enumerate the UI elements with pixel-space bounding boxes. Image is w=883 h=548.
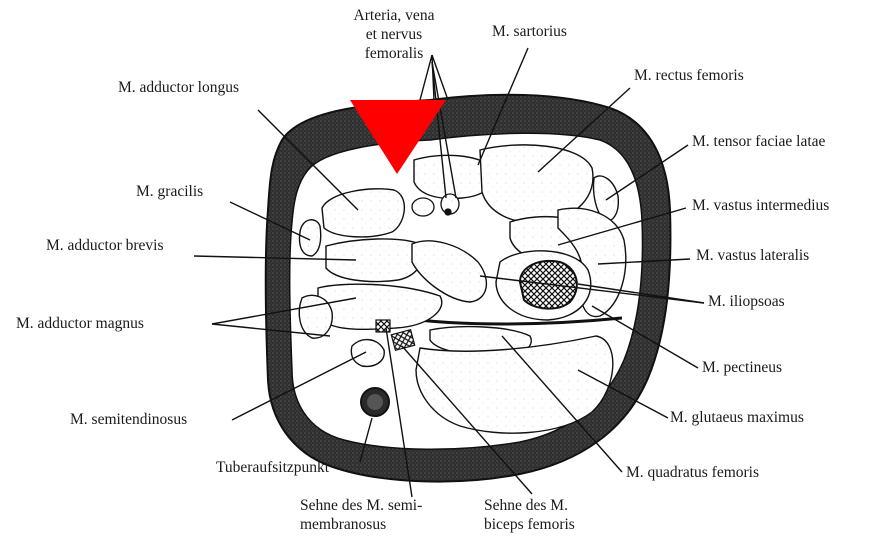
label-femoral-line2: et nervus <box>330 25 458 44</box>
label-pectineus: M. pectineus <box>702 358 782 377</box>
label-biceps-line1: Sehne des M. <box>484 496 614 515</box>
label-iliopsoas: M. iliopsoas <box>708 292 785 311</box>
label-biceps-femoris: Sehne des M. biceps femoris <box>484 496 614 534</box>
label-semitendinosus: M. semitendinosus <box>70 410 187 429</box>
label-vastus-intermedius: M. vastus intermedius <box>692 196 829 215</box>
label-gracilis: M. gracilis <box>136 182 203 201</box>
label-adductor-magnus: M. adductor magnus <box>16 314 144 333</box>
label-tensor-faciae-latae: M. tensor faciae latae <box>692 132 825 151</box>
label-tuberaufsitzpunkt: Tuberaufsitzpunkt <box>216 458 329 477</box>
label-glutaeus-maximus: M. glutaeus maximus <box>670 408 804 427</box>
label-biceps-line2: biceps femoris <box>484 515 614 534</box>
label-femoral-line3: femoralis <box>330 44 458 63</box>
label-rectus-femoris: M. rectus femoris <box>634 66 744 85</box>
label-femoral-line1: Arteria, vena <box>330 6 458 25</box>
label-quadratus-femoris: M. quadratus femoris <box>626 463 759 482</box>
label-adductor-longus: M. adductor longus <box>118 78 239 97</box>
label-semimembranosus: Sehne des M. semi- membranosus <box>300 496 480 534</box>
label-semimembranosus-line1: Sehne des M. semi- <box>300 496 480 515</box>
label-sartorius: M. sartorius <box>492 22 567 41</box>
label-semimembranosus-line2: membranosus <box>300 515 480 534</box>
label-adductor-brevis: M. adductor brevis <box>46 236 164 255</box>
label-vastus-lateralis: M. vastus lateralis <box>696 246 809 265</box>
label-femoral-vessels: Arteria, vena et nervus femoralis <box>330 6 458 63</box>
